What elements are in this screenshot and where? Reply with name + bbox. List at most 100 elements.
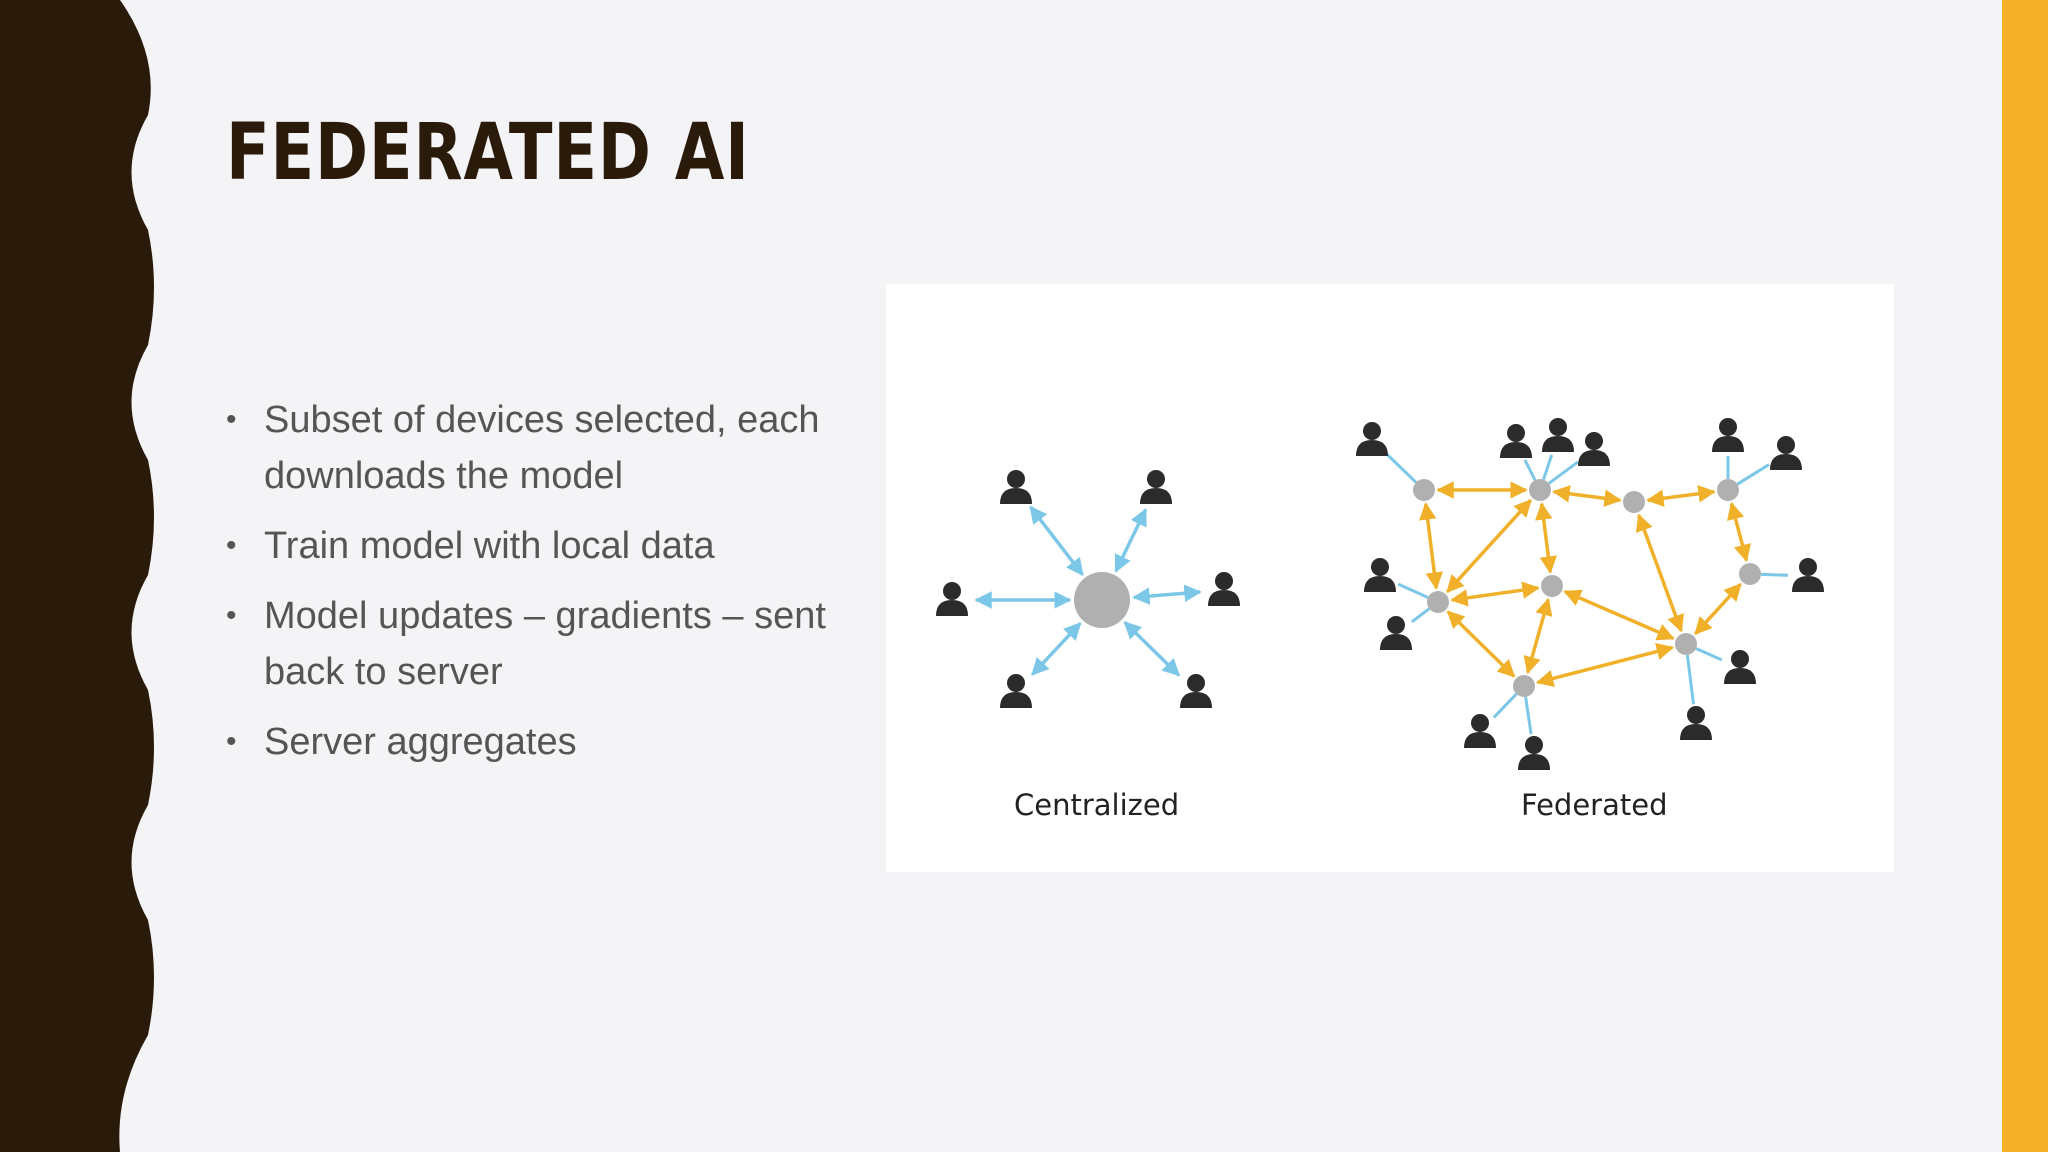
user-head xyxy=(1777,436,1795,454)
user-head xyxy=(1215,572,1233,590)
device-link xyxy=(1760,572,1789,577)
federated-node xyxy=(1427,591,1449,613)
user-body xyxy=(936,600,968,616)
bullet-text: Subset of devices selected, each downloa… xyxy=(264,399,820,497)
user-head xyxy=(1147,470,1165,488)
network-diagram-figure: Centralized Federated xyxy=(886,284,1894,872)
user-icon xyxy=(1000,470,1032,504)
peer-arrow xyxy=(1535,502,1557,574)
peer-arrow xyxy=(1523,597,1553,675)
federated-node xyxy=(1717,479,1739,501)
bullet-dot: • xyxy=(226,403,237,436)
device-link xyxy=(1736,463,1770,486)
slide-title: FEDERATED AI xyxy=(226,108,750,198)
spoke-arrow xyxy=(1114,508,1148,573)
user-body xyxy=(1140,488,1172,504)
bullet-dot: • xyxy=(226,725,237,758)
decorative-wave-border xyxy=(0,0,154,1152)
accent-bar xyxy=(2002,0,2048,1152)
central-server-node xyxy=(1074,572,1130,628)
peer-arrow xyxy=(1535,642,1675,688)
user-icon xyxy=(1712,418,1744,452)
spoke-arrow xyxy=(1029,505,1084,577)
user-body xyxy=(1380,634,1412,650)
user-icon xyxy=(1724,650,1756,684)
peer-arrow xyxy=(1446,499,1532,593)
user-icon xyxy=(1680,706,1712,740)
federated-node xyxy=(1513,675,1535,697)
bullet-item: •Train model with local data xyxy=(226,518,826,574)
peer-arrow xyxy=(1446,610,1516,678)
user-body xyxy=(1792,576,1824,592)
federated-node xyxy=(1675,633,1697,655)
device-link xyxy=(1492,692,1518,719)
user-icon xyxy=(1542,418,1574,452)
device-link xyxy=(1410,607,1431,624)
user-body xyxy=(1680,724,1712,740)
user-icon xyxy=(1770,436,1802,470)
user-body xyxy=(1364,576,1396,592)
user-body xyxy=(1500,442,1532,458)
device-link xyxy=(1524,696,1533,735)
user-body xyxy=(1208,590,1240,606)
user-head xyxy=(1549,418,1567,436)
user-icon xyxy=(1000,674,1032,708)
bullet-item: • Subset of devices selected, each downlo… xyxy=(226,392,826,504)
device-link xyxy=(1523,459,1537,481)
peer-arrow xyxy=(1727,501,1751,563)
user-body xyxy=(1000,488,1032,504)
user-icon xyxy=(1208,572,1240,606)
user-head xyxy=(1187,674,1205,692)
peer-arrow xyxy=(1563,589,1675,641)
user-body xyxy=(1000,692,1032,708)
user-icon xyxy=(1518,736,1550,770)
user-body xyxy=(1542,436,1574,452)
user-head xyxy=(1507,424,1525,442)
federated-node xyxy=(1623,491,1645,513)
bullet-item: • Server aggregates xyxy=(226,714,826,770)
user-head xyxy=(1687,706,1705,724)
user-body xyxy=(1770,454,1802,470)
spoke-arrow xyxy=(1031,622,1082,676)
network-diagram xyxy=(936,418,1824,770)
device-link xyxy=(1542,454,1554,481)
user-head xyxy=(1525,736,1543,754)
user-head xyxy=(1371,558,1389,576)
device-link xyxy=(1397,582,1429,599)
user-head xyxy=(1719,418,1737,436)
federated-node xyxy=(1739,563,1761,585)
bullet-text: Server aggregates xyxy=(264,721,577,763)
user-icon xyxy=(1356,422,1388,456)
device-link xyxy=(1695,647,1723,662)
bullet-list: • Subset of devices selected, each downlo… xyxy=(226,392,826,784)
federated-node xyxy=(1413,479,1435,501)
peer-arrow xyxy=(1450,581,1540,607)
user-icon xyxy=(1140,470,1172,504)
federated-node xyxy=(1541,575,1563,597)
peer-arrow xyxy=(1419,502,1443,590)
federated-node xyxy=(1529,479,1551,501)
device-link xyxy=(1685,654,1696,705)
spoke-arrow xyxy=(1132,584,1202,605)
user-head xyxy=(1799,558,1817,576)
user-body xyxy=(1356,440,1388,456)
user-icon xyxy=(1380,616,1412,650)
user-body xyxy=(1712,436,1744,452)
user-body xyxy=(1518,754,1550,770)
spoke-arrow xyxy=(1123,621,1181,677)
user-icon xyxy=(1364,558,1396,592)
user-icon xyxy=(1500,424,1532,458)
peer-arrow xyxy=(1646,485,1716,507)
user-body xyxy=(1724,668,1756,684)
user-icon xyxy=(1578,432,1610,466)
peer-arrow xyxy=(1694,583,1742,635)
user-icon xyxy=(936,582,968,616)
bullet-item: •Model updates – gradients – sent back t… xyxy=(226,588,826,700)
user-icon xyxy=(1464,714,1496,748)
user-icon xyxy=(1792,558,1824,592)
caption-federated: Federated xyxy=(1521,788,1668,822)
user-head xyxy=(1731,650,1749,668)
device-link xyxy=(1385,452,1418,484)
user-head xyxy=(1007,470,1025,488)
user-head xyxy=(943,582,961,600)
